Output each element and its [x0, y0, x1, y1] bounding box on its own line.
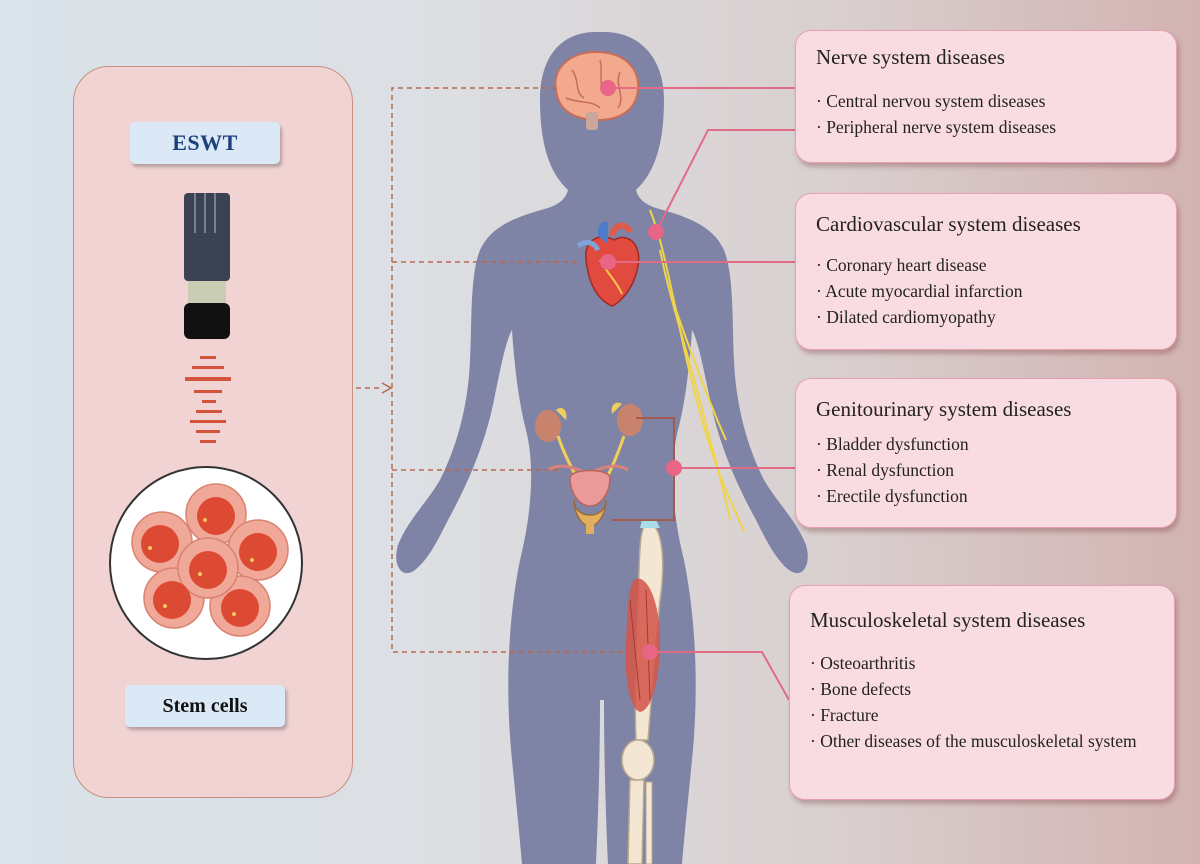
- cardiovascular-system-card: Cardiovascular system diseases · Coronar…: [795, 193, 1177, 350]
- list-item: · Peripheral nerve system diseases: [816, 114, 1056, 140]
- card-title: Cardiovascular system diseases: [816, 212, 1081, 237]
- card-title: Musculoskeletal system diseases: [810, 608, 1085, 633]
- arrow-right-icon: [382, 383, 391, 393]
- list-item: · Acute myocardial infarction: [816, 278, 1023, 304]
- list-item: · Osteoarthritis: [810, 650, 1160, 676]
- disease-list: · Bladder dysfunction · Renal dysfunctio…: [816, 431, 969, 509]
- musculoskeletal-system-card: Musculoskeletal system diseases · Osteoa…: [789, 585, 1175, 800]
- nerve-system-card: Nerve system diseases · Central nervou s…: [795, 30, 1177, 163]
- list-item: · Bladder dysfunction: [816, 431, 969, 457]
- list-item: · Fracture: [810, 702, 1160, 728]
- card-title: Genitourinary system diseases: [816, 397, 1071, 422]
- list-item: · Central nervou system diseases: [816, 88, 1056, 114]
- disease-list: · Coronary heart disease · Acute myocard…: [816, 252, 1023, 330]
- list-item: · Coronary heart disease: [816, 252, 1023, 278]
- eswt-device-icon: [184, 193, 230, 339]
- eswt-label: ESWT: [130, 122, 280, 164]
- shockwave-icon: [185, 356, 231, 443]
- genitourinary-system-card: Genitourinary system diseases · Bladder …: [795, 378, 1177, 528]
- stem-cells-icon: [110, 467, 302, 659]
- body-silhouette: [396, 32, 808, 864]
- disease-list: · Osteoarthritis · Bone defects · Fractu…: [810, 650, 1160, 754]
- card-title: Nerve system diseases: [816, 45, 1005, 70]
- stem-cells-label: Stem cells: [125, 685, 285, 727]
- list-item: · Erectile dysfunction: [816, 483, 969, 509]
- list-item: · Bone defects: [810, 676, 1160, 702]
- list-item: · Other diseases of the musculoskeletal …: [810, 728, 1160, 754]
- disease-list: · Central nervou system diseases · Perip…: [816, 88, 1056, 140]
- list-item: · Dilated cardiomyopathy: [816, 304, 1023, 330]
- list-item: · Renal dysfunction: [816, 457, 969, 483]
